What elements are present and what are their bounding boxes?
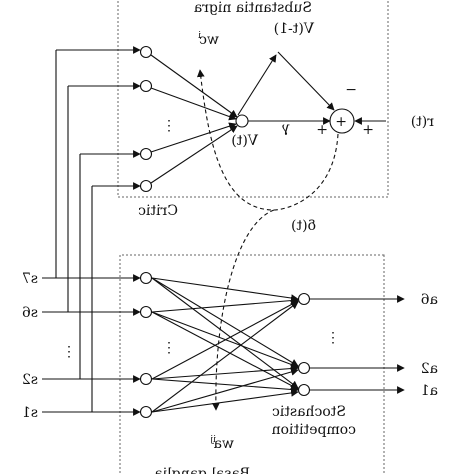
actor-output-neuron-6 (297, 292, 311, 306)
input-label-s1: s1 (22, 405, 38, 421)
actor-input-neuron-2 (139, 372, 153, 386)
minus-sign: − (345, 82, 357, 98)
actor-output-ellipsis: ⋮ (326, 330, 340, 346)
actor-input-neuron-7 (139, 271, 153, 285)
v-prev-to-sum-arrow (277, 51, 335, 111)
input-label-s2: s2 (22, 372, 38, 388)
plus-sign-left: + (316, 122, 328, 138)
plus-sign-right: + (362, 122, 374, 138)
input-label-s7: s7 (22, 271, 38, 287)
critic-weight-2 (150, 122, 237, 153)
actor-output-neuron-2 (297, 361, 311, 375)
actor-input-neuron-1 (139, 405, 153, 419)
critic-neuron-7 (139, 45, 153, 59)
critic-weight-1 (150, 125, 238, 184)
actor-weight-connections (151, 277, 299, 413)
actor-input-neuron-6 (139, 305, 153, 319)
output-label-a2: a2 (421, 361, 438, 377)
basal-ganglia-title: Basal ganglia (154, 466, 250, 474)
competition-label-line1: Stochastic (272, 404, 346, 420)
critic-label: Critic (138, 203, 178, 219)
sum-node (329, 108, 355, 134)
v-prev-label: V(t-1) (274, 21, 315, 37)
sum-symbol: + (335, 114, 347, 130)
reward-label: r(t) (411, 114, 434, 130)
mirrored-figure: ⋮ V(t) V(t-1) γ + − + + r(t) (22, 0, 438, 474)
critic-weight-label: wc (199, 32, 219, 48)
value-node-v-t (235, 114, 249, 128)
actor-weight-sup: ij (210, 435, 216, 445)
actor-input-ellipsis: ⋮ (162, 340, 176, 356)
input-ellipsis: ⋮ (62, 344, 76, 360)
gamma-label: γ (282, 120, 290, 136)
v-t-to-delay-arrow (237, 54, 277, 116)
critic-neuron-6 (139, 79, 153, 93)
actor-output-neuron-1 (297, 383, 311, 397)
substantia-nigra-title: Substantia nigra (194, 0, 312, 16)
critic-neuron-1 (139, 179, 153, 193)
critic-weight-6 (150, 87, 237, 121)
critic-neuron-2 (139, 147, 153, 161)
critic-weight-sup: i (198, 31, 201, 41)
output-label-a6: a6 (421, 292, 438, 308)
substantia-nigra-box (117, 0, 389, 198)
input-label-s6: s6 (22, 305, 38, 321)
output-label-a1: a1 (421, 383, 438, 399)
actor-weight-label: wa (214, 436, 234, 452)
delta-label: δ(t) (291, 218, 316, 234)
v-t-label: V(t) (231, 133, 259, 149)
delta-to-critic-dashed-arrow (196, 69, 339, 211)
critic-ellipsis: ⋮ (162, 118, 176, 134)
delta-to-actor-dashed-arrow (211, 209, 275, 411)
critic-weight-7 (150, 54, 238, 118)
competition-label-line2: competition (272, 422, 356, 438)
